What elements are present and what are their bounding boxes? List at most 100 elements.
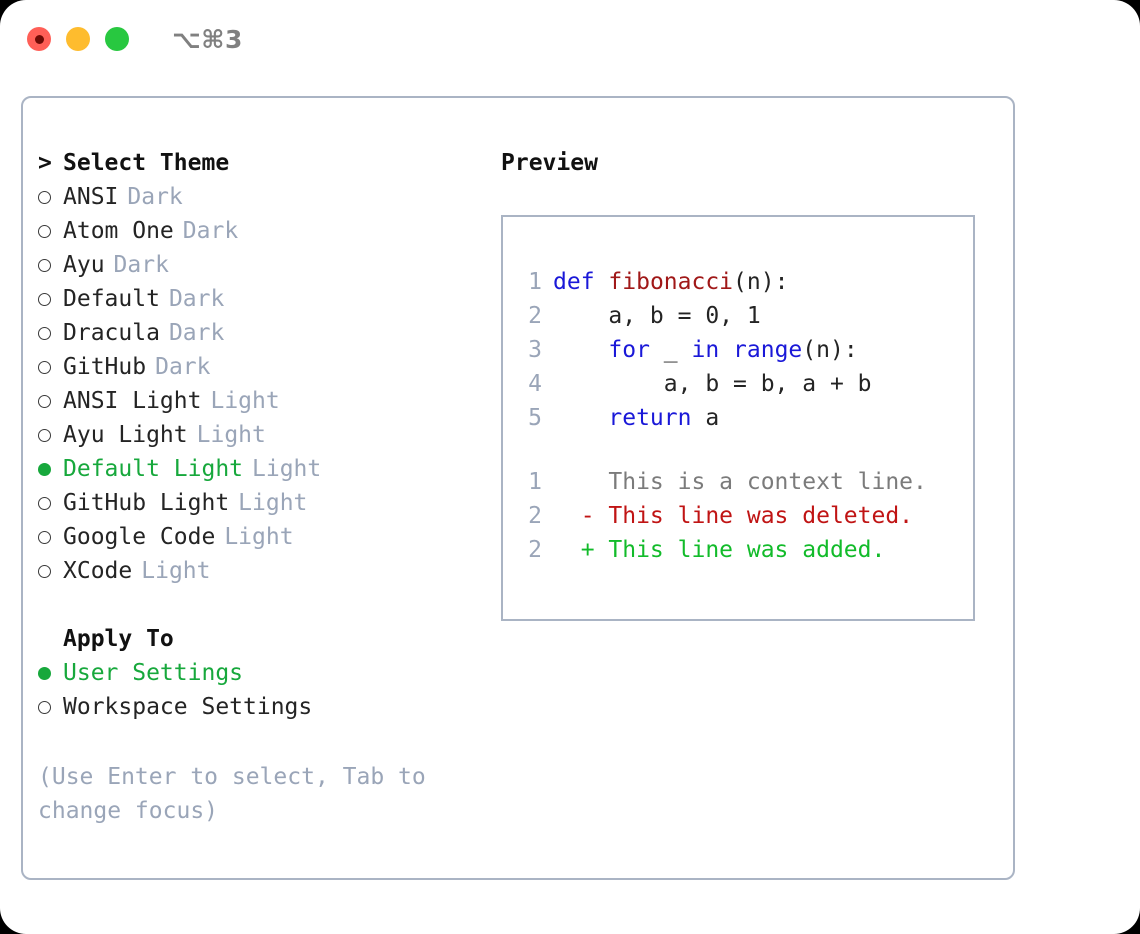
diff-line-text: This is a context line. xyxy=(553,469,927,495)
code-line: 1 def fibonacci(n): xyxy=(503,265,973,299)
code-line-text: for _ in range(n): xyxy=(553,333,857,367)
radio-unselected-icon xyxy=(38,385,63,419)
theme-option-xcode[interactable]: XCode Light xyxy=(38,554,498,588)
diff-sample: 1 This is a context line. 2 - This line w… xyxy=(503,465,973,567)
radio-unselected-icon xyxy=(38,419,63,453)
theme-option-label: Ayu xyxy=(63,252,105,278)
code-token: def xyxy=(553,269,595,295)
theme-option-label: ANSI xyxy=(63,184,119,210)
radio-unselected-icon xyxy=(38,521,63,555)
theme-option-dracula[interactable]: Dracula Dark xyxy=(38,316,498,350)
theme-option-label: GitHub xyxy=(63,354,147,380)
code-token: _ xyxy=(649,337,692,363)
theme-option-variant-tag: Light xyxy=(252,456,322,482)
code-line-text: a, b = 0, 1 xyxy=(553,299,761,333)
radio-unselected-icon xyxy=(38,215,63,249)
radio-unselected-icon xyxy=(38,691,63,725)
theme-option-ansi-light[interactable]: ANSI Light Light xyxy=(38,384,498,418)
radio-unselected-icon xyxy=(38,487,63,521)
code-line: 2 a, b = 0, 1 xyxy=(503,299,973,333)
theme-option-label: XCode xyxy=(63,558,133,584)
select-theme-heading: > Select Theme xyxy=(38,146,498,180)
minimize-button[interactable] xyxy=(66,27,90,51)
theme-option-variant-tag: Light xyxy=(224,524,294,550)
code-token xyxy=(553,337,608,363)
radio-selected-icon xyxy=(38,453,63,487)
theme-option-label: Google Code xyxy=(63,524,216,550)
theme-option-label: Atom One xyxy=(63,218,174,244)
radio-unselected-icon xyxy=(38,351,63,385)
code-line-number: 4 xyxy=(528,371,542,397)
theme-option-variant-tag: Light xyxy=(210,388,280,414)
keyboard-shortcut-label: ⌥⌘3 xyxy=(172,24,243,54)
radio-selected-icon xyxy=(38,657,63,691)
code-line-text: def fibonacci(n): xyxy=(553,265,788,299)
theme-option-google-code[interactable]: Google Code Light xyxy=(38,520,498,554)
diff-line-number: 1 xyxy=(528,469,542,495)
preview-title: Preview xyxy=(501,150,598,176)
keyboard-hint-line-2: change focus) xyxy=(38,798,219,824)
apply-to-heading-label: Apply To xyxy=(63,626,174,652)
code-diff-gap xyxy=(503,435,973,465)
code-line-number: 3 xyxy=(528,337,542,363)
code-line-number: 5 xyxy=(528,405,542,431)
diff-line: 2 + This line was added. xyxy=(503,533,973,567)
maximize-button[interactable] xyxy=(105,27,129,51)
theme-option-label: ANSI Light xyxy=(63,388,202,414)
code-token: a xyxy=(691,405,720,431)
theme-option-label: Ayu Light xyxy=(63,422,188,448)
apply-to-heading: Apply To xyxy=(38,622,498,656)
theme-option-label: Default Light xyxy=(63,456,244,482)
code-token: range xyxy=(733,337,803,363)
theme-option-variant-tag: Light xyxy=(141,558,211,584)
code-token xyxy=(719,337,733,363)
apply-to-option-label: User Settings xyxy=(63,660,244,686)
code-line-number: 1 xyxy=(528,269,542,295)
theme-option-ansi[interactable]: ANSI Dark xyxy=(38,180,498,214)
theme-option-variant-tag: Dark xyxy=(113,252,169,278)
code-token: return xyxy=(608,405,692,431)
radio-unselected-icon xyxy=(38,317,63,351)
radio-unselected-icon xyxy=(38,181,63,215)
caret-icon: > xyxy=(38,150,52,176)
window-titlebar: ⌥⌘3 xyxy=(0,0,1140,78)
theme-option-variant-tag: Dark xyxy=(168,320,225,346)
close-button[interactable] xyxy=(27,27,51,51)
code-token: in xyxy=(691,337,720,363)
theme-option-ayu-light[interactable]: Ayu Light Light xyxy=(38,418,498,452)
apply-to-option-label: Workspace Settings xyxy=(63,694,313,720)
code-line-number: 2 xyxy=(528,303,542,329)
apply-to-option-workspace-settings[interactable]: Workspace Settings xyxy=(38,690,498,724)
code-line-text: a, b = b, a + b xyxy=(553,367,872,401)
select-theme-heading-label: Select Theme xyxy=(63,150,230,176)
theme-option-ayu[interactable]: Ayu Dark xyxy=(38,248,498,282)
radio-unselected-icon xyxy=(38,249,63,283)
diff-line-number: 2 xyxy=(528,503,542,529)
list-spacer xyxy=(38,588,498,622)
code-token: for xyxy=(608,337,650,363)
diff-line: 2 - This line was deleted. xyxy=(503,499,973,533)
theme-option-variant-tag: Light xyxy=(196,422,266,448)
code-token: a, b = 0, 1 xyxy=(553,303,761,329)
code-line: 4 a, b = b, a + b xyxy=(503,367,973,401)
theme-option-default-light[interactable]: Default Light Light xyxy=(38,452,498,486)
diff-line-text: - This line was deleted. xyxy=(553,503,914,529)
code-token: (n): xyxy=(733,269,789,295)
diff-line-number: 2 xyxy=(528,537,542,563)
theme-option-label: Dracula xyxy=(63,320,160,346)
apply-to-option-user-settings[interactable]: User Settings xyxy=(38,656,498,690)
code-line: 3 for _ in range(n): xyxy=(503,333,973,367)
radio-unselected-icon xyxy=(38,283,63,317)
theme-option-variant-tag: Dark xyxy=(127,184,183,210)
